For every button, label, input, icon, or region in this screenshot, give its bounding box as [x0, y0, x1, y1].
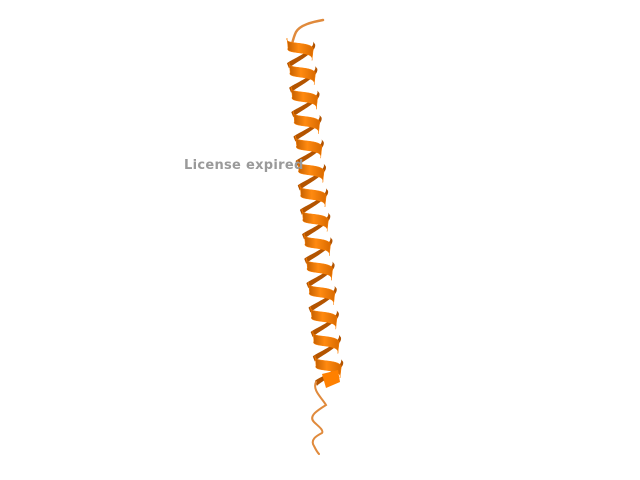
- helix-turn-front: [291, 85, 318, 110]
- helix-turn-front: [295, 134, 322, 159]
- helix-turn-back: [312, 334, 342, 362]
- helix-turn-back: [315, 359, 344, 386]
- helix-turn-front: [303, 232, 331, 256]
- helix-turn-back: [306, 261, 335, 289]
- helix-turn-back: [295, 139, 324, 167]
- helix-turn-back: [310, 310, 339, 338]
- helix-turn-back: [289, 66, 318, 93]
- helix-turn-back: [297, 163, 327, 191]
- helix-turn-back: [308, 285, 337, 313]
- helix-turn-back: [293, 114, 322, 142]
- helix-turn-back: [302, 212, 331, 240]
- license-watermark: License expired: [184, 158, 304, 173]
- n-terminal-coil: [290, 18, 325, 46]
- helix-turn-front: [314, 354, 342, 379]
- helix-end-cap: [322, 370, 340, 388]
- helix-turn-front: [286, 37, 314, 61]
- alpha-helix: [286, 37, 344, 388]
- helix-turn-front: [288, 61, 316, 85]
- helix-turn-front: [299, 183, 327, 208]
- helix-turn-back: [287, 41, 316, 69]
- helix-turn-back: [304, 237, 333, 264]
- helix-turn-front: [297, 159, 325, 183]
- helix-turn-front: [301, 208, 329, 232]
- helix-turn-front: [312, 330, 340, 354]
- helix-turn-back: [291, 90, 320, 118]
- helix-turn-front: [293, 110, 320, 134]
- helix-turn-front: [306, 256, 333, 281]
- c-terminal-coil: [311, 381, 328, 455]
- helix-turn-front: [310, 305, 337, 330]
- helix-turn-front: [308, 281, 335, 305]
- helix-turn-back: [299, 188, 329, 215]
